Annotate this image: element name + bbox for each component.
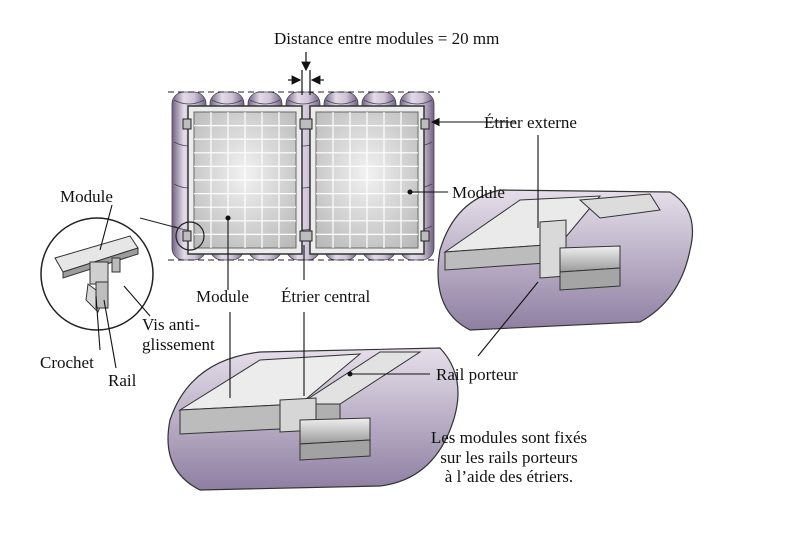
caption-note: Les modules sont fixés sur les rails por…	[414, 428, 604, 487]
anti-slip-screw-label-line1: Vis anti-	[142, 315, 200, 334]
clamps-top	[182, 118, 430, 242]
detail-circle	[40, 217, 205, 331]
caption-line-3: à l’aide des étriers.	[444, 467, 574, 487]
gap-dimension	[288, 52, 324, 95]
anti-slip-screw-label-line2: glissement	[142, 335, 215, 354]
hook-label: Crochet	[40, 353, 94, 372]
inset-central-clamp	[167, 347, 459, 491]
caption-line-1: Les modules sont fixés	[430, 428, 588, 447]
support-rail-label: Rail porteur	[436, 365, 518, 384]
rail-label: Rail	[108, 371, 137, 390]
caption-line-2: sur les rails porteurs	[440, 447, 578, 467]
central-clamp-label: Étrier central	[281, 287, 371, 306]
leader-lines	[95, 117, 539, 398]
module-right-label: Module	[452, 183, 505, 202]
module-bottom-label: Module	[196, 287, 249, 306]
gap-label: Distance entre modules = 20 mm	[274, 29, 500, 48]
outer-clamp-label: Étrier externe	[484, 113, 577, 132]
module-detail-label: Module	[60, 187, 113, 206]
solar-module-left	[187, 105, 303, 255]
solar-module-right	[309, 105, 425, 255]
inset-outer-clamp	[437, 189, 694, 331]
